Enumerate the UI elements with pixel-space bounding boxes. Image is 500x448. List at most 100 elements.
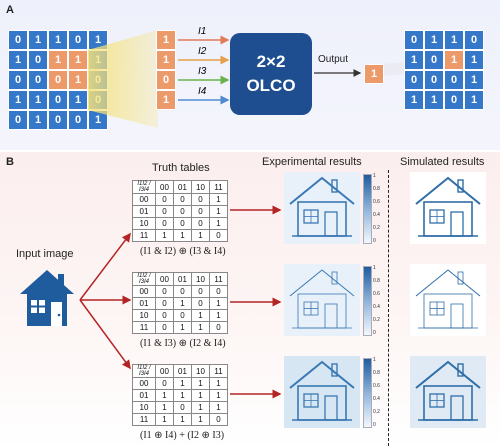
table-cell: 10 [132, 309, 156, 322]
result-arrows [230, 205, 282, 399]
table-header-cell: 00 [155, 364, 174, 378]
output-cell: 0 [464, 30, 484, 50]
table-header-cell: 10 [191, 364, 210, 378]
input-cell: 0 [48, 110, 68, 130]
table-cell: 1 [173, 321, 192, 334]
table-cell: 0 [173, 205, 192, 218]
table-cell: 01 [132, 389, 156, 402]
table-cell: 0 [155, 377, 174, 390]
simulated-result-1 [410, 172, 490, 246]
table-header-cell: 01 [173, 272, 192, 286]
separator-line [388, 170, 389, 446]
table-cell: 1 [209, 309, 228, 322]
table-cell: 00 [132, 285, 156, 298]
table-header-cell: 11 [209, 272, 228, 286]
experimental-title: Experimental results [262, 156, 362, 168]
arrow-to-table-3 [79, 299, 131, 370]
table-cell: 0 [209, 413, 228, 426]
table-cell: 0 [191, 297, 210, 310]
input-cell: 0 [8, 30, 28, 50]
output-cell: 0 [404, 30, 424, 50]
table-cell: 0 [155, 193, 174, 206]
colorbar-tick: 0.8 [373, 370, 380, 376]
simulated-title: Simulated results [400, 156, 485, 168]
input-cell: 1 [8, 50, 28, 70]
output-cell: 1 [464, 70, 484, 90]
panel-b-label: B [6, 156, 14, 168]
input-cell: 1 [48, 30, 68, 50]
output-cell: 0 [404, 70, 424, 90]
input-cell: 1 [28, 30, 48, 50]
table-cell: 0 [155, 217, 174, 230]
table-cell: 1 [173, 377, 192, 390]
table-cell: 0 [173, 193, 192, 206]
input-cell: 0 [8, 110, 28, 130]
table-cell: 0 [155, 309, 174, 322]
colorbar-tick: 1 [373, 173, 376, 179]
input-cell: 0 [68, 110, 88, 130]
truth-tables-title: Truth tables [152, 162, 210, 174]
table-cell: 1 [173, 413, 192, 426]
signal-i4-label: I4 [198, 86, 207, 97]
table-cell: 1 [209, 401, 228, 414]
table-cell: 1 [173, 229, 192, 242]
table-header-cell: 10 [191, 180, 210, 194]
output-arrow [314, 69, 362, 77]
table-cell: 10 [132, 217, 156, 230]
table-header-cell: 11 [209, 180, 228, 194]
table-header-cell: 01 [173, 180, 192, 194]
table-header-cell: I1I2 / I3I4 [132, 180, 156, 194]
input-cell: 1 [68, 50, 88, 70]
colorbar-tick: 0.4 [373, 212, 380, 218]
colorbar-tick: 0.6 [373, 291, 380, 297]
table-cell: 1 [209, 297, 228, 310]
table-cell: 0 [173, 401, 192, 414]
output-label: Output [318, 54, 349, 65]
experimental-result-1 [284, 172, 364, 246]
table-cell: 11 [132, 229, 156, 242]
output-cell: 1 [464, 90, 484, 110]
input-cell: 1 [8, 90, 28, 110]
input-house-icon [20, 270, 74, 326]
highlight-cell: 1 [156, 90, 176, 110]
table-cell: 1 [209, 377, 228, 390]
table-cell: 0 [173, 309, 192, 322]
input-cell: 1 [68, 90, 88, 110]
input-cell: 0 [48, 90, 68, 110]
table-cell: 0 [191, 193, 210, 206]
output-cell: 1 [444, 50, 464, 70]
table-cell: 1 [209, 217, 228, 230]
highlight-cell: 0 [156, 70, 176, 90]
table-cell: 1 [173, 389, 192, 402]
highlight-cell: 1 [156, 50, 176, 70]
output-cell: 1 [444, 30, 464, 50]
table-header-cell: 11 [209, 364, 228, 378]
table-header-cell: 10 [191, 272, 210, 286]
experimental-result-3 [284, 356, 364, 430]
input-cell: 1 [48, 50, 68, 70]
table-cell: 0 [155, 205, 174, 218]
simulated-result-2 [410, 264, 490, 338]
projection-beam [88, 30, 158, 128]
table-header-cell: 00 [155, 272, 174, 286]
olco-name: OLCO [246, 76, 296, 95]
colorbar-tick: 0 [373, 422, 376, 428]
table-header-cell: 00 [155, 180, 174, 194]
table-cell: 10 [132, 401, 156, 414]
input-cell: 0 [68, 30, 88, 50]
output-cell: 1 [424, 90, 444, 110]
formula-3: (I1 ⊕ I4) + (I2 ⊕ I3) [140, 430, 225, 441]
highlight-cell: 1 [156, 30, 176, 50]
colorbar-tick: 0 [373, 330, 376, 336]
output-cell: 1 [464, 50, 484, 70]
